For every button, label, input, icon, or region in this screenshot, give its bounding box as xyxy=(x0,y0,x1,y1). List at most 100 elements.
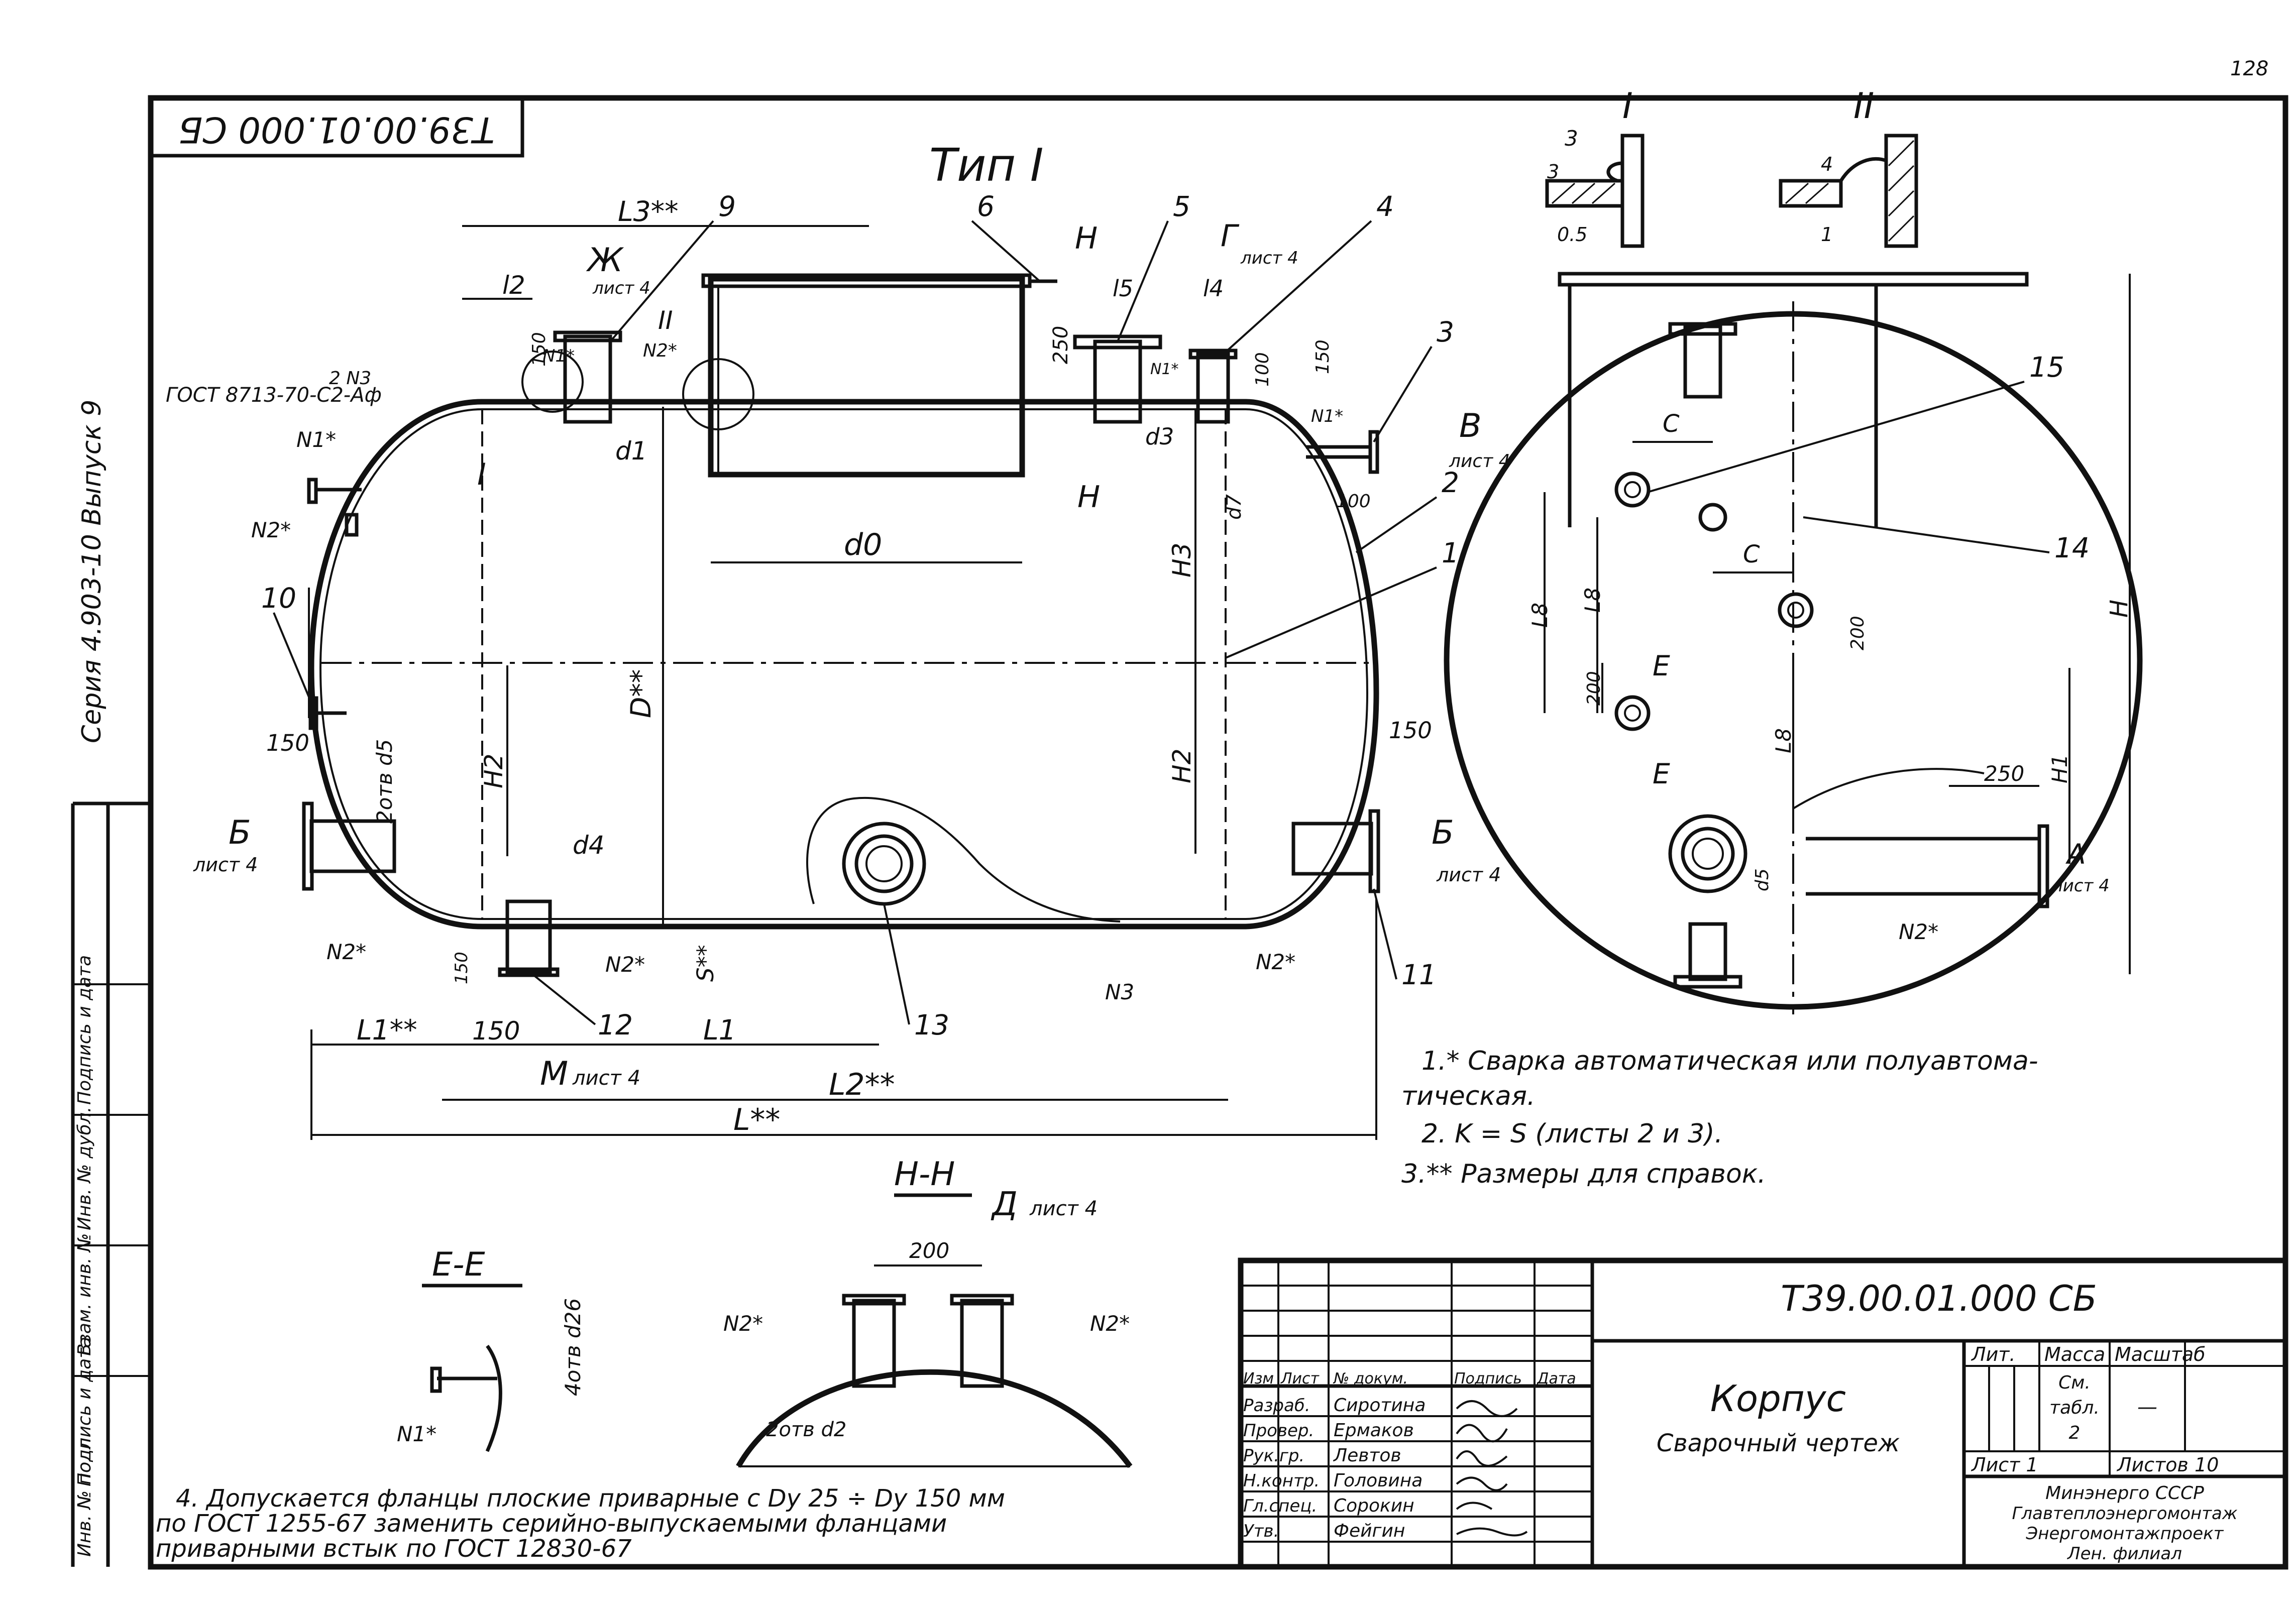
view-D: Д xyxy=(991,1186,1018,1223)
dim-L: L** xyxy=(733,1102,780,1137)
weld-mark-top: 2 N3 xyxy=(329,368,371,389)
lit-header: Лит. xyxy=(1971,1343,2016,1365)
view-N-bottom: Н xyxy=(1077,480,1100,515)
sheet-num: Лист 1 xyxy=(1971,1454,2038,1476)
weld-mark-n2-nn-left: N2* xyxy=(723,1311,763,1336)
weld-mark-n2-bm: N2* xyxy=(605,952,645,977)
detail-I-05: 0.5 xyxy=(1557,223,1587,246)
callout-13: 13 xyxy=(914,1009,949,1041)
note-3: 3.** Размеры для справок. xyxy=(1401,1159,1766,1189)
dim-L8-b: L8 xyxy=(1580,588,1605,613)
note-2: 2. K = S (листы 2 и 3). xyxy=(1422,1119,1723,1149)
dim-H1: H1 xyxy=(2047,754,2072,783)
dim-H: H xyxy=(2105,600,2133,618)
dim-H2-left: H2 xyxy=(479,754,508,788)
callout-3: 3 xyxy=(1437,316,1454,348)
name-5: Фейгин xyxy=(1334,1521,1405,1541)
view-B-left: Б xyxy=(229,814,251,852)
mass-header: Масса xyxy=(2044,1343,2105,1365)
view-M-sheet: лист 4 xyxy=(572,1067,640,1090)
dim-d0: d0 xyxy=(844,527,882,562)
dim-L1b: L1 xyxy=(703,1014,736,1046)
view-A-sheet: лист 4 xyxy=(2051,876,2110,896)
callouts: 9 6 5 4 3 2 1 10 11 12 13 xyxy=(261,190,1459,1041)
dim-l2: l2 xyxy=(502,271,525,300)
callout-15: 15 xyxy=(2029,351,2064,383)
title-doc-code: Т39.00.01.000 СБ xyxy=(1781,1278,2097,1319)
role-1: Провер. xyxy=(1243,1421,1314,1441)
note-4c: приварными встык по ГОСТ 12830-67 xyxy=(156,1535,632,1563)
view-E-bottom: Е xyxy=(1653,758,1670,790)
callout-2: 2 xyxy=(1442,467,1459,499)
name-1: Ермаков xyxy=(1334,1420,1414,1441)
section-ee-title: Е-Е xyxy=(432,1246,485,1284)
detail-mark-2: II xyxy=(658,306,673,335)
vessel-side-view: L8 L8 200 L8 200 C C H H1 250 d5 Е Е А л… xyxy=(1444,272,2143,1014)
view-B-right: Б xyxy=(1432,814,1454,852)
page-number: 128 xyxy=(2230,57,2268,80)
detail-mark-1: I xyxy=(477,457,486,492)
note-1b: тическая. xyxy=(1401,1081,1535,1111)
scale-header: Масштаб xyxy=(2115,1343,2206,1365)
details-i-ii: I 3 3 0.5 II 4 1 xyxy=(1545,85,1918,248)
section-nn-title: Н-Н xyxy=(894,1156,955,1193)
dim-C-b: C xyxy=(1743,540,1760,568)
view-V-sheet: лист 4 xyxy=(1449,451,1510,472)
name-4: Сорокин xyxy=(1334,1495,1414,1516)
view-G: Г xyxy=(1221,218,1240,254)
detail-I-3a: 3 xyxy=(1565,126,1578,151)
drawing-frame xyxy=(148,95,2288,1570)
name-0: Сиротина xyxy=(1334,1395,1426,1416)
title-subtitle: Сварочный чертеж xyxy=(1657,1429,1900,1457)
dim-d7: d7 xyxy=(1223,494,1246,520)
detail-II-1: 1 xyxy=(1821,223,1833,246)
detail-II-title: II xyxy=(1853,85,1874,127)
holes-d6: 4отв d26 xyxy=(561,1298,585,1396)
dim-150-left: 150 xyxy=(266,730,309,756)
dim-l5: l5 xyxy=(1113,275,1133,302)
title-block: Изм Лист № докум. Подпись Дата Разраб. С… xyxy=(1238,1257,2288,1570)
stamp-inv-dubl: Инв. № дубл. xyxy=(74,1107,95,1230)
name-2: Левтов xyxy=(1333,1445,1401,1466)
holes-d5-left: 2отв d5 xyxy=(372,739,397,824)
callout-4: 4 xyxy=(1376,190,1394,222)
detail-I-3b: 3 xyxy=(1547,161,1559,183)
role-5: Утв. xyxy=(1243,1521,1279,1541)
dim-C-a: C xyxy=(1663,410,1680,438)
notes: 1.* Сварка автоматическая или полуавтома… xyxy=(156,1046,2038,1563)
weld-mark-n2-side: N2* xyxy=(1899,919,1938,944)
view-Zh-sheet: лист 4 xyxy=(592,278,650,298)
weld-mark-n2-bl: N2* xyxy=(326,940,366,964)
weld-mark-n2-br: N2* xyxy=(1256,950,1295,974)
callout-6: 6 xyxy=(977,190,995,222)
stamp-vzam: Взам. инв. № xyxy=(74,1233,95,1356)
weld-mark-n1-mid: N1* xyxy=(1150,361,1179,378)
stamp-sign-date-1: Подпись и дата xyxy=(74,1337,95,1486)
note-1a: 1.* Сварка автоматическая или полуавтома… xyxy=(1422,1046,2038,1076)
weld-mark-n2-nn-right: N2* xyxy=(1090,1311,1130,1336)
dim-d1: d1 xyxy=(615,436,647,466)
dim-L8-a: L8 xyxy=(1527,603,1552,628)
col-doc: № докум. xyxy=(1333,1370,1408,1388)
note-4a: 4. Допускается фланцы плоские приварные … xyxy=(176,1484,1005,1513)
role-3: Н.контр. xyxy=(1243,1471,1320,1491)
mass-value-3: 2 xyxy=(2069,1423,2081,1443)
dim-200-nn: 200 xyxy=(909,1238,949,1263)
weld-mark-n1-ee: N1* xyxy=(397,1422,436,1446)
inverted-code: Т39.00.01.000 СБ xyxy=(178,109,495,150)
dim-S: S** xyxy=(692,945,719,982)
dim-L1: L1** xyxy=(357,1014,417,1046)
org-2: Главтеплоэнергомонтаж xyxy=(2012,1504,2237,1524)
dim-d5-side: d5 xyxy=(1752,868,1773,891)
view-G-sheet: лист 4 xyxy=(1240,248,1298,268)
view-N-top: Н xyxy=(1075,221,1098,256)
dim-150-c: 150 xyxy=(452,952,472,984)
weld-mark-n1-left: N1* xyxy=(296,427,336,452)
callout-12: 12 xyxy=(598,1009,633,1041)
name-3: Головина xyxy=(1334,1470,1423,1491)
col-sign: Подпись xyxy=(1454,1370,1522,1388)
col-izm: Изм xyxy=(1243,1370,1274,1388)
dim-L3: L3** xyxy=(618,195,679,227)
section-nn: Н-Н Д лист 4 200 2отв d2 N2* N2* xyxy=(723,1156,1133,1468)
stamp-sign-date-2: Подпись и дата xyxy=(74,955,95,1105)
